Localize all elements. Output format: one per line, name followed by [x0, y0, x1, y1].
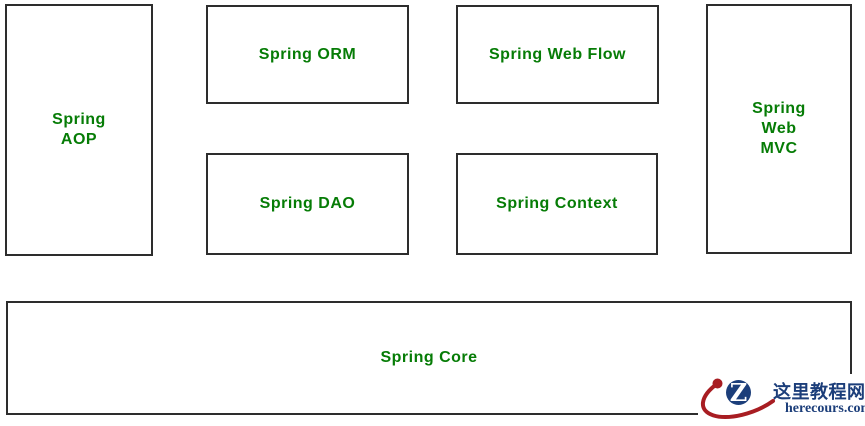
- module-label-spring-orm: Spring ORM: [258, 45, 357, 63]
- module-label-spring-aop: Spring AOP: [52, 111, 106, 148]
- watermark-site-name: 这里教程网: [773, 382, 865, 402]
- module-label-spring-web-flow: Spring Web Flow: [489, 45, 626, 63]
- logo-letter: Z: [730, 378, 748, 407]
- module-label-spring-context: Spring Context: [496, 195, 618, 212]
- logo-circle: [726, 380, 751, 405]
- site-watermark: Z 这里教程网 herecours.com: [698, 374, 865, 426]
- logo-comet-head: [712, 378, 723, 389]
- module-box-spring-core: Spring Core: [6, 301, 852, 415]
- module-box-spring-context: Spring Context: [456, 153, 658, 255]
- watermark-site-url: herecours.com: [785, 401, 865, 416]
- module-box-spring-web-flow: Spring Web Flow: [456, 5, 659, 104]
- module-label-spring-web-mvc: Spring Web MVC: [752, 100, 806, 157]
- module-box-spring-dao: Spring DAO: [206, 153, 409, 255]
- module-label-spring-core: Spring Core: [380, 349, 478, 366]
- logo-orbit-swoosh: [700, 381, 775, 419]
- module-label-spring-dao: Spring DAO: [259, 195, 356, 212]
- module-box-spring-orm: Spring ORM: [206, 5, 409, 104]
- site-logo-icon: Z: [700, 378, 775, 419]
- module-box-spring-aop: Spring AOP: [5, 4, 153, 256]
- module-box-spring-web-mvc: Spring Web MVC: [706, 4, 852, 254]
